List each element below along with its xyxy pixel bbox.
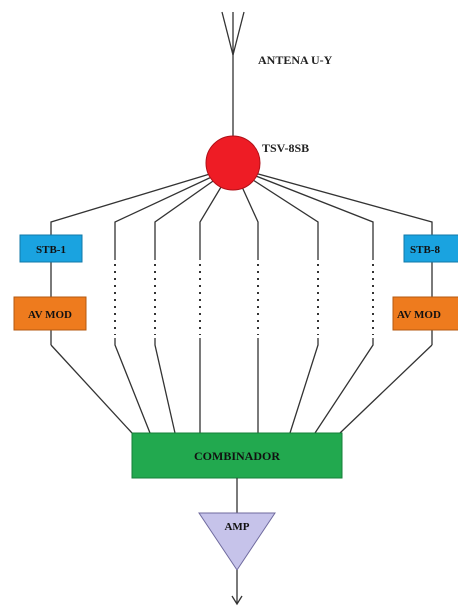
splitter-node xyxy=(205,135,261,191)
av-mod-left-label: AV MOD xyxy=(28,309,72,321)
av-mod-right-box xyxy=(392,296,458,331)
combiner-label: COMBINADOR xyxy=(194,449,280,463)
splitter-label: TSV-8SB xyxy=(262,141,309,155)
av-mod-left-box xyxy=(13,296,87,331)
amplifier-triangle xyxy=(198,512,276,571)
stb-8-label: STB-8 xyxy=(410,244,440,256)
antenna-label: ANTENA U-Y xyxy=(258,53,333,67)
av-mod-right-label: AV MOD xyxy=(397,309,441,321)
amplifier-label: AMP xyxy=(224,521,249,533)
stb-1-box xyxy=(19,234,83,263)
combiner-box xyxy=(131,432,343,479)
stb-1-label: STB-1 xyxy=(36,244,66,256)
antenna-icon xyxy=(221,11,245,145)
output-arrow-icon xyxy=(231,570,243,606)
branch-wires xyxy=(50,166,433,434)
stb-8-box xyxy=(403,234,458,263)
